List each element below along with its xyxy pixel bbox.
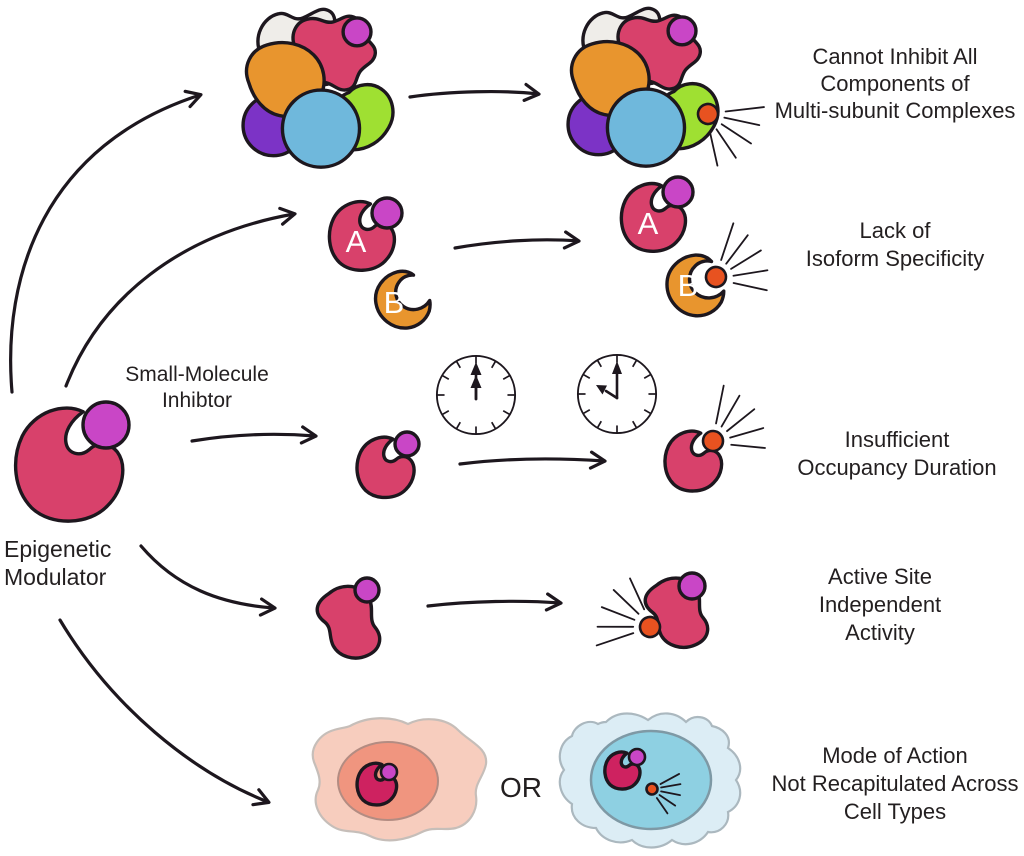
- enzyme-released: [663, 379, 780, 493]
- histone-mark-dot: [381, 764, 397, 780]
- limitation-4-line2: Independent: [819, 592, 941, 617]
- arrow-to-cell-types-row: [58, 618, 271, 807]
- histone-mark-dot: [355, 578, 379, 602]
- histone-mark-dot: [372, 198, 402, 228]
- limitation-3-line2: Occupancy Duration: [797, 455, 996, 480]
- inhibitor-label-line1: Small-Molecule: [125, 363, 269, 386]
- arrow-to-occupancy-row: [190, 425, 318, 445]
- isoform-b-after: B: [657, 218, 783, 326]
- isoform-a-letter: A: [346, 224, 367, 259]
- isoform-b-letter: B: [678, 268, 699, 303]
- clock-later: [576, 353, 658, 435]
- arrow-complex-reaction: [408, 82, 541, 102]
- clock-start: [435, 354, 517, 436]
- limitation-5-line2: Not Recapitulated Across: [771, 771, 1018, 796]
- complex-after: [566, 6, 720, 168]
- inhibitor-label-line2: Inhibtor: [162, 389, 232, 412]
- arrow-to-active-site-row: [139, 544, 277, 617]
- modulator-label-line2: Modulator: [4, 564, 107, 590]
- limitation-2-line1: Lack of: [860, 218, 932, 243]
- enzyme-bean-after: [588, 573, 710, 664]
- arrow-to-isoform-row: [64, 206, 297, 388]
- isoform-a-letter: A: [638, 206, 659, 241]
- pink-cell: [311, 717, 488, 842]
- arrow-active-site-reaction: [426, 592, 563, 612]
- limitation-1-line3: Multi-subunit Complexes: [775, 98, 1016, 123]
- histone-mark-dot: [679, 573, 705, 599]
- isoform-b-before: B: [364, 263, 439, 340]
- blue-cell: [558, 712, 742, 849]
- limitation-1-line1: Cannot Inhibit All: [812, 44, 977, 69]
- limitation-4-line1: Active Site: [828, 564, 932, 589]
- arrow-to-complex-row: [9, 89, 203, 394]
- inhibitor-bound-dot: [395, 432, 419, 456]
- limitation-5-line1: Mode of Action: [822, 743, 968, 768]
- limitation-1-line2: Components of: [820, 71, 970, 96]
- or-label: OR: [500, 772, 542, 803]
- limitation-2-line2: Isoform Specificity: [806, 246, 985, 271]
- isoform-a-before: A: [328, 198, 402, 272]
- modulator-label-line1: Epigenetic: [4, 536, 111, 562]
- enzyme-occupied: [355, 432, 419, 499]
- enzyme-bean-before: [315, 578, 382, 660]
- histone-mark-dot: [663, 177, 693, 207]
- arrow-isoform-reaction: [453, 230, 581, 250]
- limitation-5-line3: Cell Types: [844, 799, 946, 824]
- limitation-4-line3: Activity: [845, 620, 915, 645]
- complex-before: [241, 7, 395, 169]
- epigenetic-modulator-glyph: [16, 402, 129, 521]
- isoform-a-after: A: [620, 177, 693, 253]
- histone-mark-dot: [629, 749, 645, 765]
- histone-mark-dot: [83, 402, 129, 448]
- isoform-b-letter: B: [384, 285, 405, 320]
- limitation-3-line1: Insufficient: [845, 427, 950, 452]
- arrow-occupancy-reaction: [458, 450, 607, 470]
